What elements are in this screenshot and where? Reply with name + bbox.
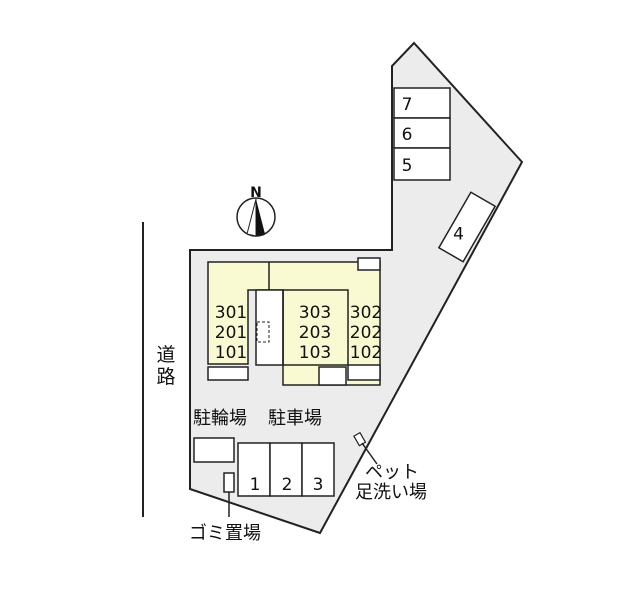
parking-space-5 — [393, 147, 451, 181]
parking-label-1: 1 — [250, 475, 261, 495]
bicycle-parking — [193, 437, 235, 463]
parking-label-6: 6 — [402, 125, 413, 145]
parking-label-2: 2 — [282, 475, 293, 495]
balcony — [357, 257, 381, 271]
parking-label-3: 3 — [313, 475, 324, 495]
center-block — [282, 289, 349, 366]
unit-101: 101 — [215, 343, 247, 363]
north-label: N — [250, 185, 262, 201]
garbage-label: ゴミ置場 — [189, 523, 261, 544]
parking-space-7 — [393, 87, 451, 119]
unit-301: 301 — [215, 303, 247, 323]
unit-202: 202 — [350, 323, 382, 343]
road-label-2: 路 — [156, 366, 175, 388]
unit-302: 302 — [350, 303, 382, 323]
pet-wash-label-1: ペット — [365, 462, 419, 483]
entry-right — [347, 364, 381, 381]
stair-dashed — [256, 321, 270, 343]
pet-wash-leader — [361, 442, 378, 465]
north-compass-icon: N — [236, 185, 276, 237]
unit-201: 201 — [215, 323, 247, 343]
parking-label-7: 7 — [402, 95, 413, 115]
unit-102: 102 — [350, 343, 382, 363]
entry-center — [318, 366, 347, 386]
bicycle-parking-label: 駐輪場 — [193, 408, 247, 429]
unit-303: 303 — [299, 303, 331, 323]
parking-label-4: 4 — [453, 225, 464, 245]
parking-space-3 — [301, 442, 335, 497]
unit-103: 103 — [299, 343, 331, 363]
road-label-1: 道 — [156, 344, 175, 366]
garbage-area — [223, 472, 235, 493]
entry-left — [207, 366, 249, 381]
unit-203: 203 — [299, 323, 331, 343]
pet-wash-label-2: 足洗い場 — [355, 482, 427, 503]
parking-space-1 — [237, 442, 271, 497]
car-parking-label: 駐車場 — [268, 408, 322, 429]
parking-space-2 — [269, 442, 303, 497]
parking-label-5: 5 — [402, 156, 413, 176]
parking-space-4: 4 — [437, 191, 497, 263]
stairwell — [255, 289, 284, 366]
